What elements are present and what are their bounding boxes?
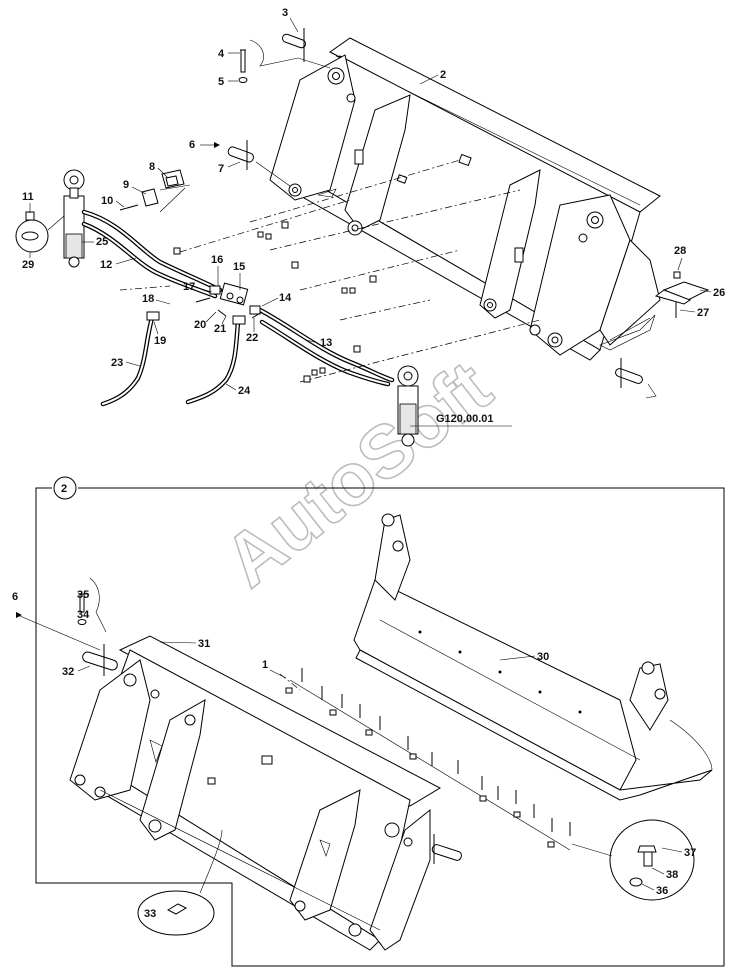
hardware-sets bbox=[173, 221, 377, 383]
callout-9: 9 bbox=[123, 179, 129, 191]
callout-26: 26 bbox=[713, 287, 725, 299]
detail-bolt-35 bbox=[77, 577, 107, 633]
detail-frame: 2 bbox=[35, 476, 725, 967]
assembly-lines bbox=[119, 159, 541, 383]
callout-16: 16 bbox=[211, 254, 223, 266]
callout-27: 27 bbox=[697, 307, 709, 319]
detail-callouts: 6 35 34 32 31 1 30 33 37 38 36 bbox=[12, 589, 696, 920]
top-pin-group bbox=[238, 28, 331, 83]
right-cylinder bbox=[397, 365, 419, 447]
callout-38: 38 bbox=[666, 869, 678, 881]
callout-20: 20 bbox=[194, 319, 206, 331]
callout-2: 2 bbox=[440, 69, 446, 81]
callout-17: 17 bbox=[183, 281, 195, 293]
callout-11: 11 bbox=[22, 191, 34, 203]
callout-28: 28 bbox=[674, 245, 686, 257]
callout-30: 30 bbox=[537, 651, 549, 663]
callout-32: 32 bbox=[62, 666, 74, 678]
detail-pin-right bbox=[431, 834, 462, 864]
callout-4: 4 bbox=[218, 48, 225, 60]
bottom-pin bbox=[615, 358, 657, 399]
callout-3: 3 bbox=[282, 7, 288, 19]
callout-18: 18 bbox=[142, 293, 154, 305]
hardware-inset bbox=[571, 819, 695, 901]
valve-block bbox=[195, 282, 263, 319]
callout-37: 37 bbox=[684, 847, 696, 859]
callout-6: 6 bbox=[189, 139, 195, 151]
tooth-group bbox=[609, 271, 710, 341]
blade-part-30 bbox=[353, 513, 713, 801]
callout-6-detail: 6 bbox=[12, 591, 18, 603]
callout-7: 7 bbox=[218, 163, 224, 175]
callout-8: 8 bbox=[149, 161, 155, 173]
callout-31: 31 bbox=[198, 638, 210, 650]
callout-13: 13 bbox=[320, 337, 332, 349]
callout-10: 10 bbox=[101, 195, 113, 207]
callout-35: 35 bbox=[77, 589, 89, 601]
callout-33: 33 bbox=[144, 908, 156, 920]
detail-marker: 2 bbox=[61, 483, 67, 495]
hose-23 bbox=[100, 311, 160, 407]
upper-callouts: 3 4 5 2 6 7 8 9 10 11 12 25 29 16 15 17 … bbox=[22, 7, 725, 427]
bucket-part-31 bbox=[69, 635, 442, 951]
callout-29: 29 bbox=[22, 259, 34, 271]
callout-36: 36 bbox=[656, 885, 668, 897]
hose-24 bbox=[185, 315, 246, 405]
callout-5: 5 bbox=[218, 76, 224, 88]
callout-21: 21 bbox=[214, 323, 226, 335]
callout-15: 15 bbox=[233, 261, 245, 273]
callout-1: 1 bbox=[262, 659, 268, 671]
reference-code: G120.00.01 bbox=[436, 413, 494, 425]
callout-24: 24 bbox=[238, 385, 251, 397]
watermark-text: AutoSoft bbox=[209, 345, 506, 603]
callout-12: 12 bbox=[100, 259, 112, 271]
clamp-parts bbox=[119, 169, 191, 213]
main-bucket bbox=[269, 37, 661, 361]
detail-pin-32 bbox=[16, 612, 118, 676]
hose-12 bbox=[81, 209, 223, 299]
callout-25: 25 bbox=[96, 236, 108, 248]
hose-13 bbox=[257, 307, 395, 387]
callout-23: 23 bbox=[111, 357, 123, 369]
callout-34: 34 bbox=[77, 609, 90, 621]
callout-19: 19 bbox=[154, 335, 166, 347]
callout-14: 14 bbox=[279, 292, 292, 304]
callout-22: 22 bbox=[246, 332, 258, 344]
side-pin-group bbox=[227, 140, 291, 187]
left-cylinder bbox=[15, 169, 85, 268]
wear-plate-inset bbox=[137, 829, 223, 936]
